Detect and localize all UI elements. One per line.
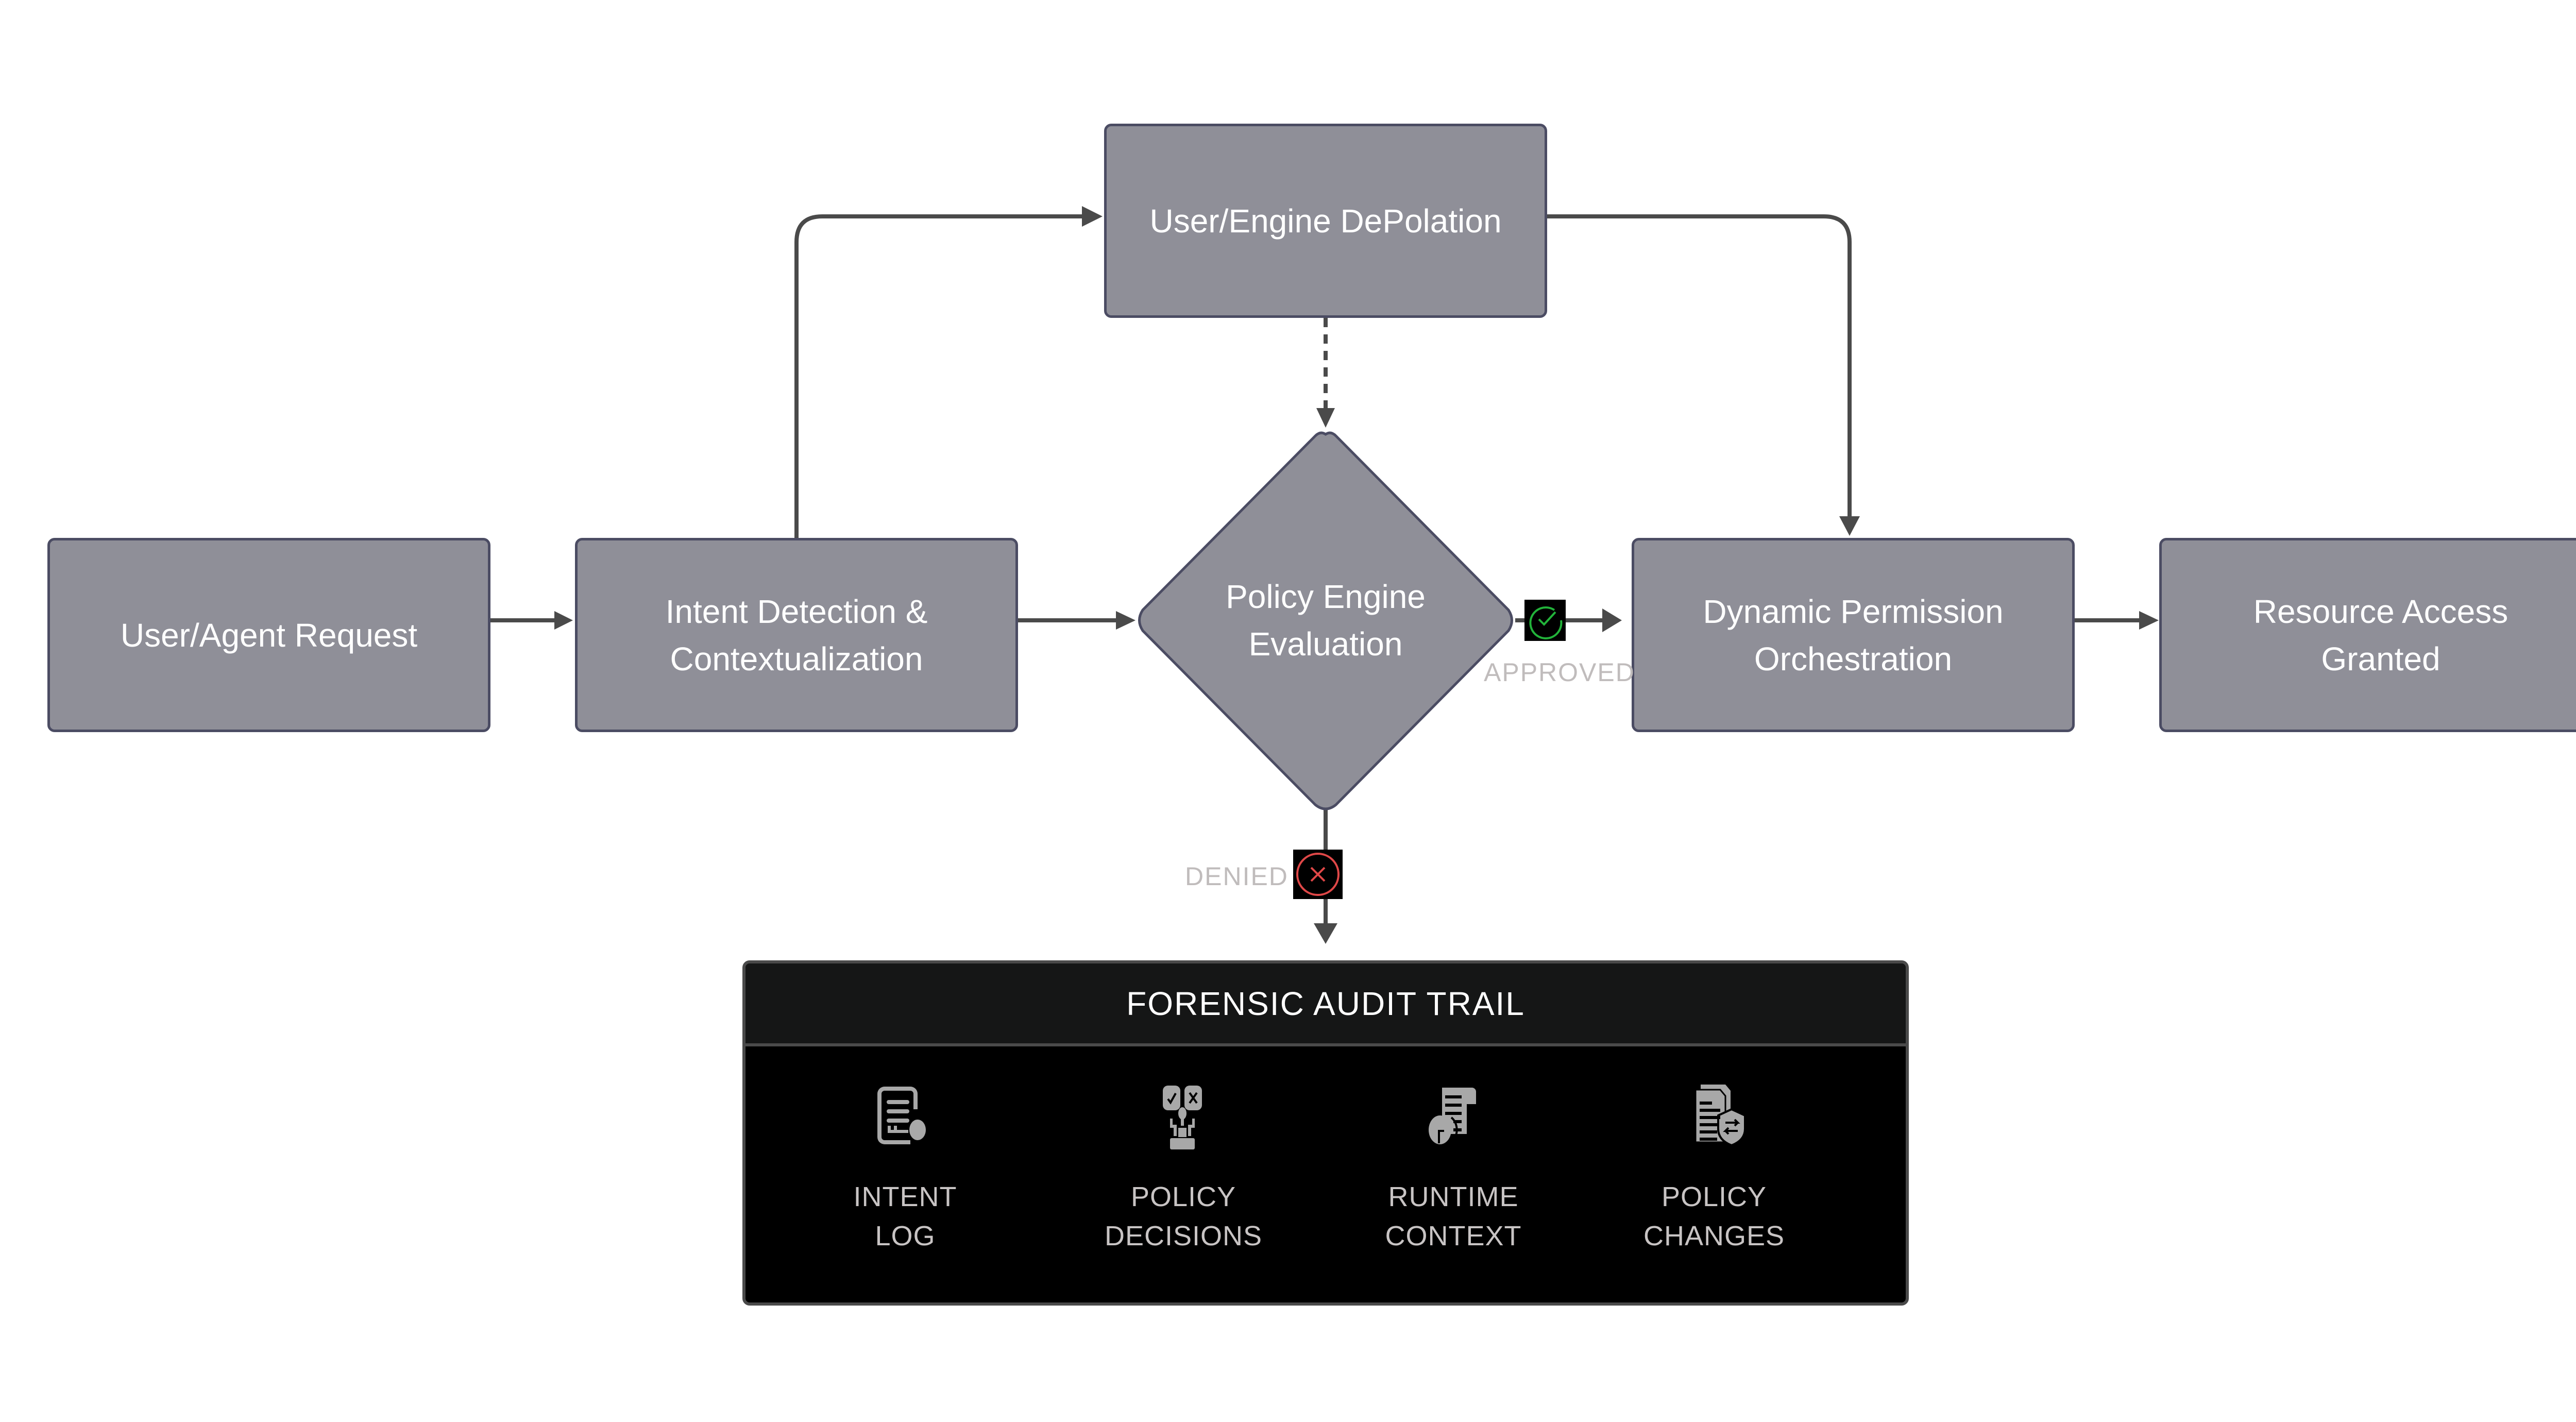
audit-item-label: INTENT LOG — [797, 1177, 1013, 1256]
forensic-audit-trail-panel: FORENSIC AUDIT TRAIL INTENT LOG — [742, 960, 1909, 1306]
label-line2: CONTEXT — [1385, 1221, 1522, 1251]
node-intent-detection[interactable]: Intent Detection & Contextualization — [575, 538, 1018, 732]
denied-label: DENIED — [1185, 862, 1289, 891]
label-line2: DECISIONS — [1104, 1221, 1263, 1251]
node-label-line1: Intent Detection & — [665, 592, 928, 630]
audit-item-label: RUNTIME CONTEXT — [1345, 1177, 1562, 1256]
node-dynamic-permission[interactable]: Dynamic Permission Orchestration — [1632, 538, 2075, 732]
node-user-engine-depolation[interactable]: User/Engine DePolation — [1104, 124, 1547, 318]
edge-depolation-to-permission — [1547, 214, 1852, 519]
node-label-line1: Resource Access — [2253, 592, 2509, 630]
label-line2: LOG — [875, 1221, 936, 1251]
node-label-line2: Contextualization — [670, 640, 923, 678]
edge-intent-to-depolation — [794, 214, 1086, 538]
node-label-line1: Policy Engine — [1226, 578, 1426, 615]
x-circle-icon — [1296, 853, 1340, 896]
runtime-context-icon — [1429, 1088, 1476, 1144]
policy-changes-icon — [1694, 1085, 1746, 1147]
policy-engine-label: Policy Engine Evaluation — [1223, 569, 1429, 672]
audit-item-label: POLICY DECISIONS — [1075, 1177, 1292, 1256]
intent-log-icon — [877, 1087, 926, 1144]
label-line1: RUNTIME — [1388, 1181, 1519, 1212]
audit-item-policy-changes[interactable]: POLICY CHANGES — [1606, 1079, 1822, 1256]
node-label: User/Engine DePolation — [1149, 202, 1502, 240]
node-label-line1: Dynamic Permission — [1703, 592, 2004, 630]
policy-decisions-icon — [1163, 1086, 1202, 1149]
node-label-line2: Granted — [2321, 640, 2441, 678]
audit-trail-title: FORENSIC AUDIT TRAIL — [745, 963, 1906, 1046]
label-line1: INTENT — [853, 1181, 957, 1212]
node-label: User/Agent Request — [120, 616, 418, 654]
approved-badge — [1524, 600, 1566, 641]
audit-item-label: POLICY CHANGES — [1606, 1177, 1822, 1256]
node-label-line2: Orchestration — [1754, 640, 1953, 678]
policy-engine-diamond[interactable] — [1138, 431, 1513, 810]
check-circle-icon — [1529, 606, 1563, 639]
approved-label: APPROVED — [1484, 658, 1635, 687]
denied-badge — [1293, 850, 1343, 899]
label-line1: POLICY — [1130, 1181, 1236, 1212]
label-line1: POLICY — [1661, 1181, 1767, 1212]
node-user-agent-request[interactable]: User/Agent Request — [47, 538, 490, 732]
label-line2: CHANGES — [1643, 1221, 1785, 1251]
node-label-line2: Evaluation — [1248, 625, 1403, 663]
audit-item-runtime-context[interactable]: RUNTIME CONTEXT — [1345, 1079, 1562, 1256]
node-resource-access-granted[interactable]: Resource Access Granted — [2159, 538, 2576, 732]
audit-item-intent-log[interactable]: INTENT LOG — [797, 1079, 1013, 1256]
audit-item-policy-decisions[interactable]: POLICY DECISIONS — [1075, 1079, 1292, 1256]
